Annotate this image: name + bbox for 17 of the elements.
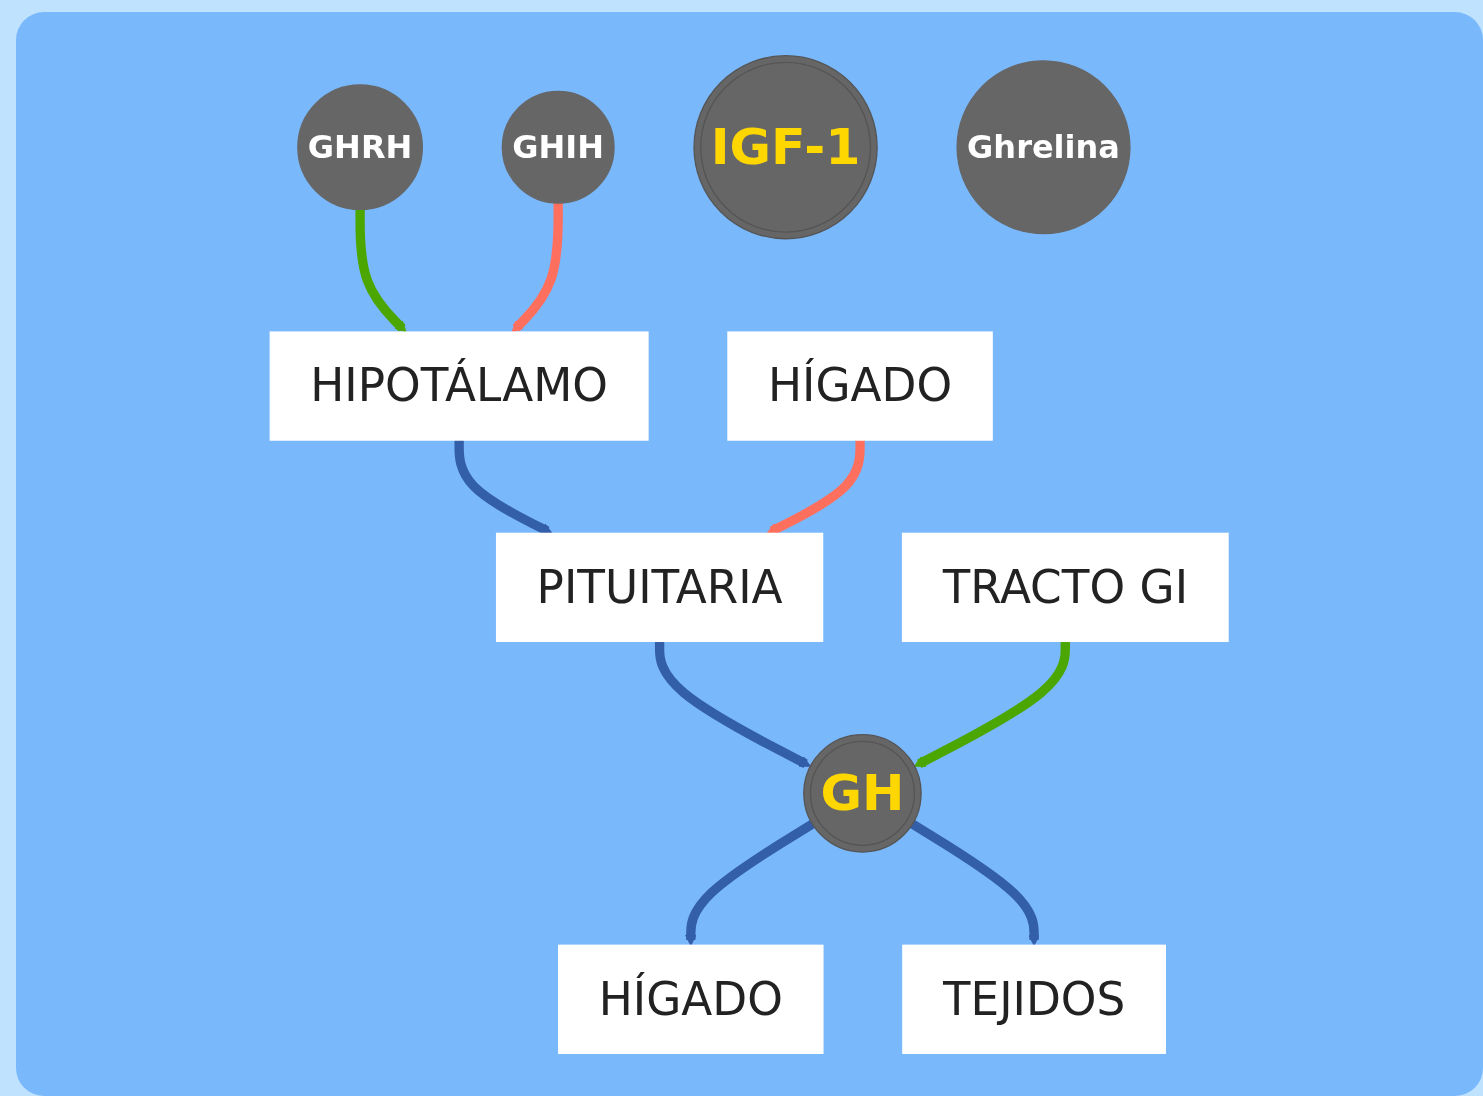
arrow	[910, 819, 1041, 946]
node-circle: GH	[803, 733, 923, 853]
arrow	[512, 202, 564, 333]
node-circle: GHRH	[297, 83, 424, 210]
arrow	[685, 819, 816, 946]
node-circle: IGF-1	[693, 54, 879, 239]
node-box: PITUITARIA	[496, 532, 824, 642]
node-circle: Ghrelina	[956, 59, 1131, 234]
node-box: HIPOTÁLAMO	[269, 330, 649, 441]
node-box: HÍGADO	[727, 330, 994, 441]
arrow	[655, 640, 812, 768]
node-circle: GHIH	[502, 90, 616, 204]
node-box: HÍGADO	[558, 944, 824, 1054]
arrow	[914, 640, 1071, 768]
node-box: TRACTO GI	[902, 532, 1230, 642]
arrow	[355, 208, 407, 333]
node-box: TEJIDOS	[902, 944, 1167, 1054]
